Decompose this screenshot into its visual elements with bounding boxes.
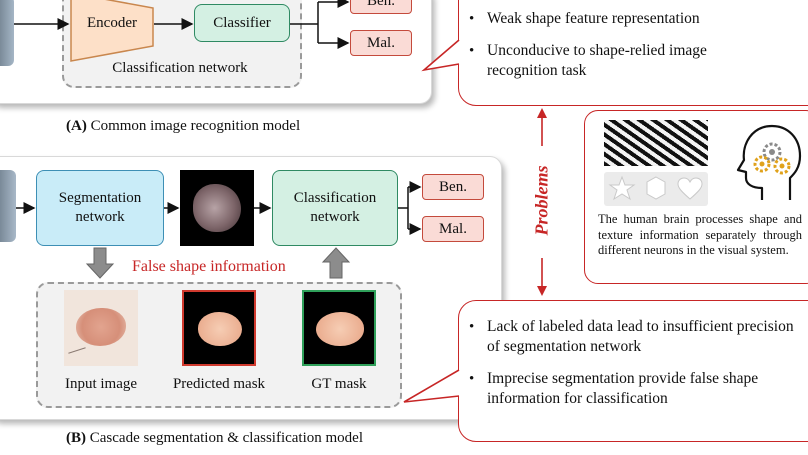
segmentation-label-line2: network <box>75 209 125 225</box>
encoder-label: Encoder <box>87 14 137 31</box>
classification-network-label: Classification network <box>112 60 248 76</box>
malignant-output-a: Mal. <box>350 30 412 56</box>
caption-b: (B) Cascade segmentation & classificatio… <box>66 430 363 447</box>
problems-double-arrow <box>537 108 547 296</box>
problems-label: Problems <box>531 165 552 236</box>
malignant-output-b: Mal. <box>422 216 484 242</box>
callout-top-item-1: Weak shape feature representation <box>459 9 808 29</box>
benign-output-a: Ben. <box>350 0 412 14</box>
callout-top: Weak shape feature representation Uncond… <box>458 0 808 106</box>
segmentation-network-block: Segmentation network <box>36 170 164 246</box>
brain-head-icon <box>736 124 802 200</box>
panel-b-arrows <box>16 181 422 279</box>
segmented-lesion-image <box>180 170 254 246</box>
classification-label-line2: network <box>310 209 360 225</box>
input-image-label: Input image <box>64 376 138 392</box>
panel-a-arrows <box>14 0 350 49</box>
shape-examples-image <box>604 172 708 206</box>
predicted-mask-thumbnail <box>182 290 256 366</box>
callout-top-item-2: Unconducive to shape-relied image recogn… <box>459 41 808 81</box>
segmentation-label-line1: Segmentation <box>58 190 142 206</box>
callout-bottom-item-1: Lack of labeled data lead to insufficien… <box>459 317 808 357</box>
classification-label-line1: Classification <box>293 190 377 206</box>
texture-pattern-image <box>604 120 708 166</box>
classification-network-block-b: Classification network <box>272 170 398 246</box>
benign-output-b: Ben. <box>422 174 484 200</box>
caption-a-letter: (A) <box>66 118 87 134</box>
gt-mask-label: GT mask <box>311 376 367 392</box>
classifier-block: Classifier <box>194 4 290 42</box>
false-shape-information-label: False shape information <box>132 258 286 275</box>
shape-icons <box>608 175 703 201</box>
panel-a-input-thumbnail <box>0 0 14 66</box>
predicted-mask-label: Predicted mask <box>172 376 266 392</box>
brain-info-text: The human brain processes shape and text… <box>598 212 802 257</box>
panel-b-input-thumbnail <box>0 170 16 242</box>
encoder-trapezoid <box>70 0 154 62</box>
caption-b-text: Cascade segmentation & classification mo… <box>86 430 364 446</box>
caption-b-letter: (B) <box>66 430 86 446</box>
input-image-thumbnail <box>64 290 138 366</box>
gt-mask-thumbnail <box>302 290 376 366</box>
caption-a-text: Common image recognition model <box>86 118 301 134</box>
callout-bottom-item-2: Imprecise segmentation provide false sha… <box>459 369 808 409</box>
caption-a: (A) Common image recognition model <box>66 118 300 135</box>
